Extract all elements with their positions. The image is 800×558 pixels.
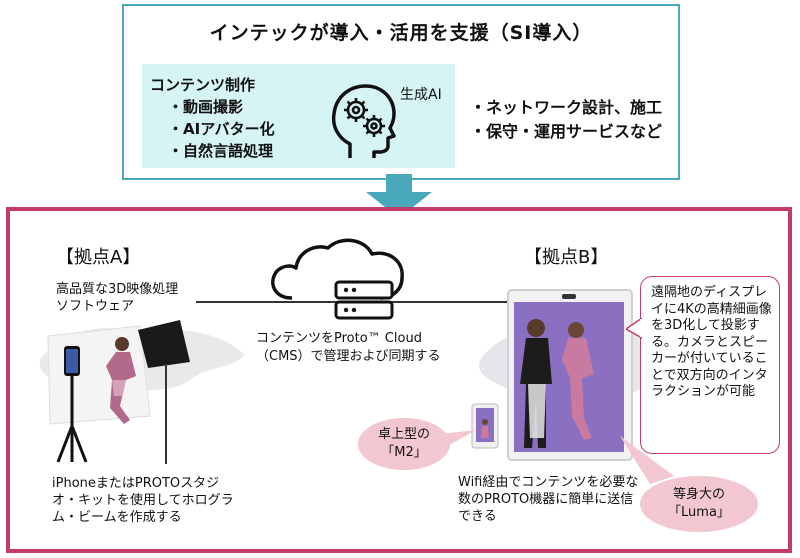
cloud-server-icon (271, 238, 404, 320)
m2-bubble: 卓上型の 「M2」 (358, 418, 450, 470)
site-a-heading: 【拠点A】 (56, 247, 141, 268)
maintenance-item: ・保守・運用サービスなど (470, 122, 663, 141)
site-a-caption: iPhoneまたはPROTOスタジオ・キットを使用してホログラム・ビームを作成す… (52, 476, 234, 525)
service-item-video: ・動画撮影 (168, 98, 244, 116)
luma-display-illustration (507, 289, 633, 461)
cloud-label-line1: コンテンツをProto™ Cloud (256, 331, 422, 346)
info-box-pointer (626, 318, 642, 339)
m2-device-illustration (471, 403, 499, 449)
site-b-heading: 【拠点B】 (524, 247, 609, 268)
service-item-nlp: ・自然言語処理 (168, 142, 274, 160)
projection-info-box: 遠隔地のディスプレイに4Kの高精細画像を3D化して投影する。カメラとスピーカーが… (640, 276, 780, 454)
si-support-title: インテックが導入・活用を支援（SI導入） (209, 22, 593, 44)
content-production-panel: コンテンツ制作 ・動画撮影 ・AIアバター化 ・自然言語処理 生成AI (142, 64, 455, 168)
cloud-label-line2: （CMS）で管理および同期する (256, 349, 441, 364)
service-item-avatar: ・AIアバター化 (168, 120, 275, 138)
si-support-box: インテックが導入・活用を支援（SI導入） コンテンツ制作 ・動画撮影 ・AIアバ… (122, 4, 680, 180)
studio-capture-illustration (47, 320, 190, 464)
services-title: コンテンツ制作 (150, 76, 256, 94)
m2-bubble-pointer (440, 430, 476, 448)
luma-bubble-pointer (620, 436, 674, 484)
down-arrow-icon (366, 174, 432, 218)
ai-head-gears-icon (331, 84, 396, 158)
luma-bubble: 等身大の 「Luma」 (640, 476, 758, 532)
network-design-item: ・ネットワーク設計、施工 (470, 98, 663, 117)
software-label: 高品質な3D映像処理 ソフトウェア (56, 282, 179, 314)
send-caption: Wifi経由でコンテンツを必要な数のPROTO機器に簡単に送信できる (458, 475, 639, 524)
sync-connection-line (196, 301, 616, 303)
gen-ai-label: 生成AI (400, 87, 442, 103)
